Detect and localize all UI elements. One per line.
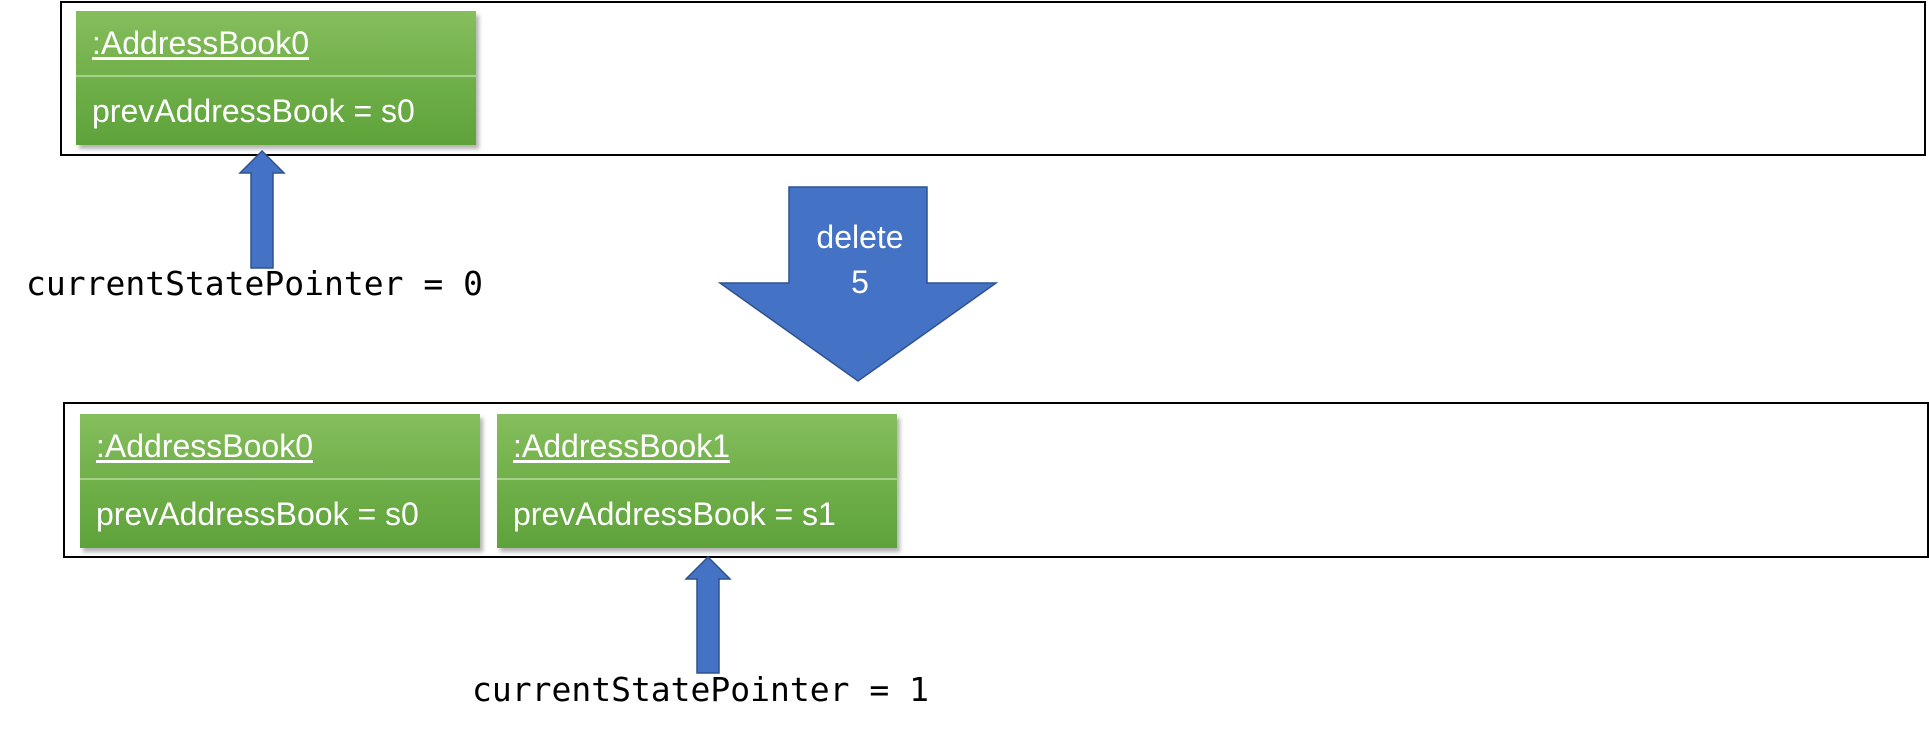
current-state-pointer-label: currentStatePointer = 1 [472,670,929,709]
address-book-object: :AddressBook0 prevAddressBook = s0 [80,414,480,548]
address-book-object: :AddressBook0 prevAddressBook = s0 [76,11,476,145]
command-down-arrow-icon [717,186,999,382]
pointer-up-arrow-icon [684,555,732,674]
object-attribute: prevAddressBook = s0 [80,480,480,548]
object-attribute: prevAddressBook = s0 [76,77,476,145]
command-argument: 5 [851,264,869,300]
object-name: :AddressBook1 [497,414,897,480]
command-label: delete 5 [760,215,960,305]
address-book-object: :AddressBook1 prevAddressBook = s1 [497,414,897,548]
command-name: delete [816,219,904,255]
object-name: :AddressBook0 [76,11,476,77]
current-state-pointer-label: currentStatePointer = 0 [26,264,483,303]
object-name: :AddressBook0 [80,414,480,480]
object-attribute: prevAddressBook = s1 [497,480,897,548]
pointer-up-arrow-icon [238,149,286,269]
